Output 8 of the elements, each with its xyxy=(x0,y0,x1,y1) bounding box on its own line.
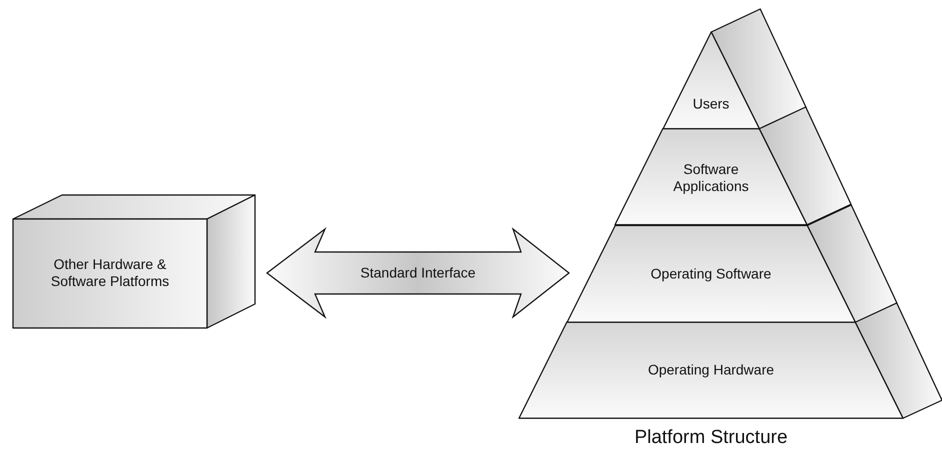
node-label: Other Hardware & Software Platforms xyxy=(50,256,170,290)
node-label: Users xyxy=(692,96,730,112)
double-block-arrow xyxy=(266,227,570,319)
node-label: Operating Hardware xyxy=(646,361,776,378)
pyramid-title: Platform Structure xyxy=(633,427,789,449)
edge-label: Standard Interface xyxy=(360,264,476,282)
node-label: Software Applications xyxy=(672,160,750,195)
node-label: Operating Software xyxy=(650,266,772,282)
